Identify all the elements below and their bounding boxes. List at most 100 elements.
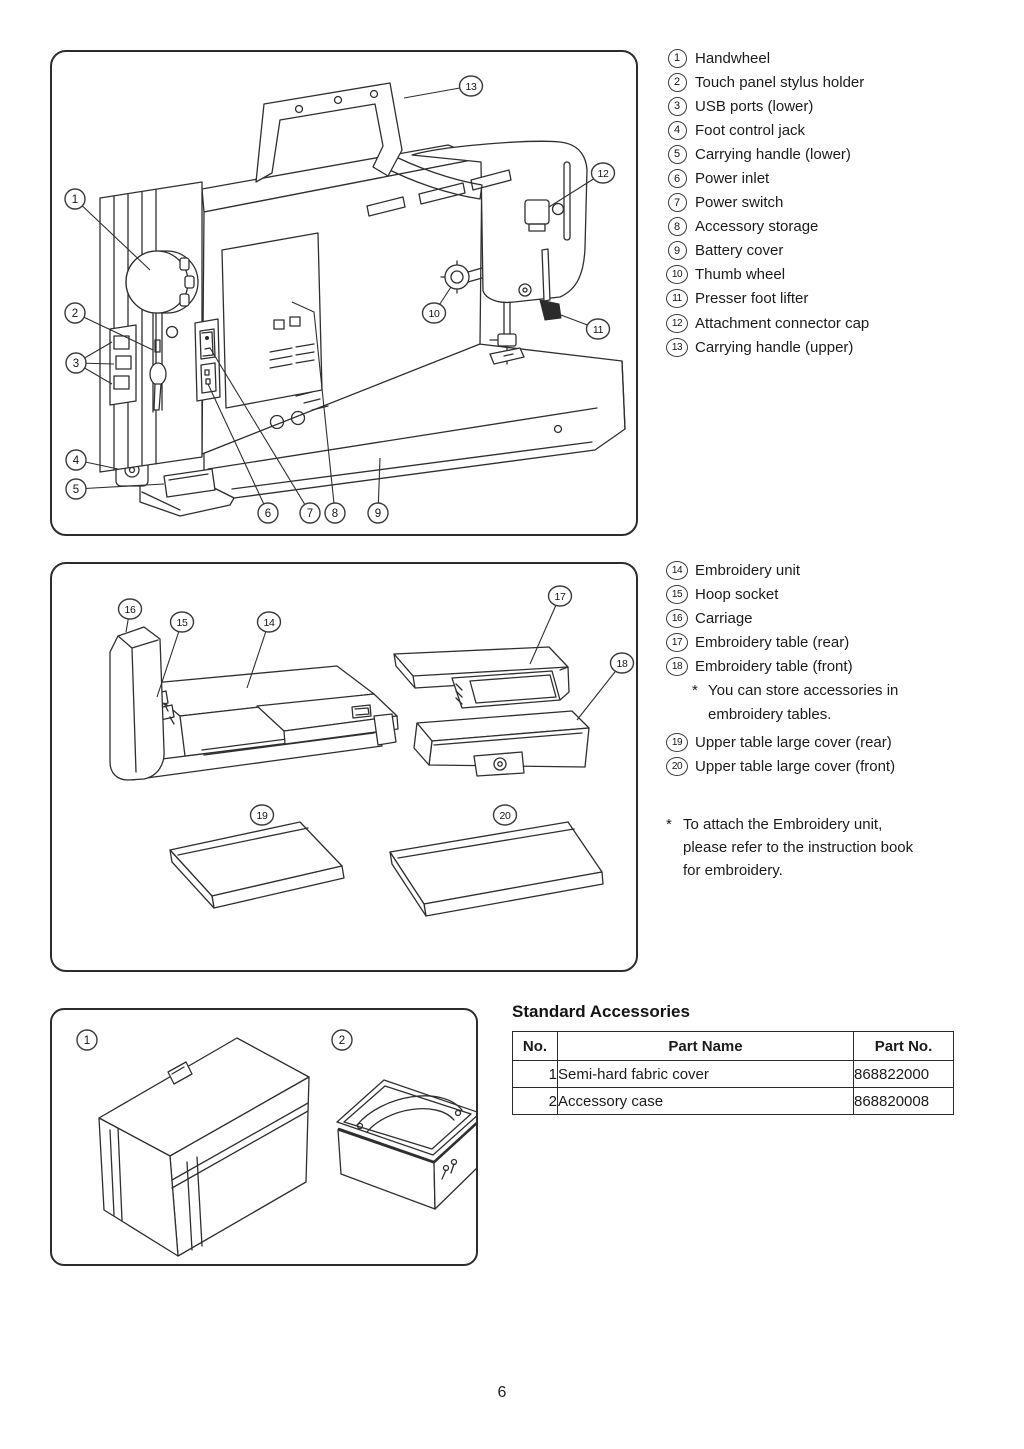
note-text: To attach the Embroidery unit, please re…: [683, 813, 913, 882]
accessory-storage-door: [221, 232, 323, 409]
usb-port: [115, 355, 132, 370]
svg-text:12: 12: [597, 168, 609, 180]
svg-text:17: 17: [554, 591, 566, 603]
power-panel: [194, 318, 221, 402]
part-label: Carrying handle (upper): [695, 338, 854, 356]
carrying-handle-upper: [255, 82, 403, 183]
part-label: Upper table large cover (rear): [695, 734, 892, 752]
usb-port: [113, 335, 130, 350]
svg-text:16: 16: [124, 604, 136, 616]
svg-text:9: 9: [375, 508, 381, 520]
top-rollers: [366, 151, 512, 217]
callout-acc-1: 1: [76, 1029, 98, 1051]
svg-text:14: 14: [263, 617, 275, 629]
callout-13: 13: [458, 75, 484, 97]
standard-accessories-table: No. Part Name Part No. 1 Semi-hard fabri…: [512, 1031, 954, 1115]
cell-name: Semi-hard fabric cover: [557, 1060, 854, 1088]
callout-17: 17: [547, 585, 573, 607]
col-header-no: No.: [512, 1031, 558, 1061]
cell-part: 868822000: [853, 1060, 954, 1088]
part-label: Upper table large cover (front): [695, 758, 896, 776]
callout-20: 20: [492, 804, 518, 826]
table-header-row: No. Part Name Part No.: [512, 1031, 954, 1061]
attachment-connector-cap: [524, 199, 550, 225]
table-row: 1 Semi-hard fabric cover 868822000: [512, 1060, 954, 1088]
svg-text:1: 1: [72, 194, 78, 206]
callout-7: 7: [299, 502, 321, 524]
embroidery-unit-drawing: 16 15 14 17 18 19 20: [109, 585, 635, 917]
circled-number: 3: [667, 96, 687, 116]
part-label: Embroidery unit: [695, 561, 801, 579]
callout-19: 19: [249, 804, 275, 826]
attach-embroidery-note: * To attach the Embroidery unit, please …: [666, 813, 966, 882]
cell-no: 1: [512, 1060, 558, 1088]
store-accessories-note: *You can store accessories in embroidery…: [692, 678, 898, 726]
callout-10: 10: [421, 302, 447, 324]
callout-4: 4: [65, 449, 87, 471]
circled-number: 4: [667, 120, 687, 140]
list-item: 7 Power switch: [666, 191, 869, 215]
machine-rear-drawing: 1 2 3 4 5 6 7 8 9 10 11 12 13: [64, 75, 626, 524]
svg-text:7: 7: [307, 508, 313, 520]
svg-text:13: 13: [465, 81, 477, 93]
figure-accessories: 1 2: [50, 1008, 478, 1266]
note-line: please refer to the instruction book: [683, 839, 914, 856]
power-inlet: [200, 362, 217, 394]
cell-name: Accessory case: [557, 1087, 854, 1115]
callout-2: 2: [64, 302, 86, 324]
part-label: Touch panel stylus holder: [695, 73, 865, 91]
semi-hard-fabric-cover: [98, 1037, 310, 1257]
part-label: Battery cover: [695, 242, 784, 260]
callout-15: 15: [169, 611, 195, 633]
note-line: You can store accessories in: [708, 682, 899, 700]
asterisk: *: [692, 682, 698, 700]
accessories-drawing: 1 2: [76, 1029, 476, 1257]
circled-number: 18: [666, 656, 688, 676]
accessory-case: [336, 1079, 476, 1210]
note-line: To attach the Embroidery unit,: [683, 816, 883, 833]
col-header-name: Part Name: [557, 1031, 854, 1061]
embroidery-table-rear: [393, 646, 570, 709]
upper-table-cover-front: [389, 821, 604, 917]
embroidery-unit-body: [121, 665, 399, 781]
svg-text:3: 3: [73, 358, 79, 370]
svg-text:11: 11: [593, 324, 604, 336]
fig3-callouts: 1 2: [76, 1029, 353, 1051]
list-item: 9 Battery cover: [666, 239, 869, 263]
carriage: [109, 626, 165, 781]
callout-11: 11: [585, 318, 611, 340]
callout-acc-2: 2: [331, 1029, 353, 1051]
part-label: Carrying handle (lower): [695, 145, 851, 163]
stylus-holder: [149, 311, 179, 413]
circled-number: 20: [666, 757, 688, 777]
circled-number: 15: [666, 584, 688, 604]
circled-number: 9: [667, 241, 687, 261]
circled-number: 10: [666, 265, 688, 285]
svg-text:15: 15: [176, 617, 188, 629]
table-row: 2 Accessory case 868820008: [512, 1087, 954, 1115]
presser-foot: [489, 347, 525, 365]
circled-number: 7: [667, 193, 687, 213]
touch-panel-stack: [99, 181, 203, 473]
svg-text:18: 18: [616, 658, 628, 670]
svg-text:1: 1: [84, 1035, 90, 1047]
part-label: Power switch: [695, 194, 784, 212]
svg-text:8: 8: [332, 508, 338, 520]
page-number: 6: [497, 1384, 507, 1401]
carrying-handle-lower: [163, 468, 216, 498]
